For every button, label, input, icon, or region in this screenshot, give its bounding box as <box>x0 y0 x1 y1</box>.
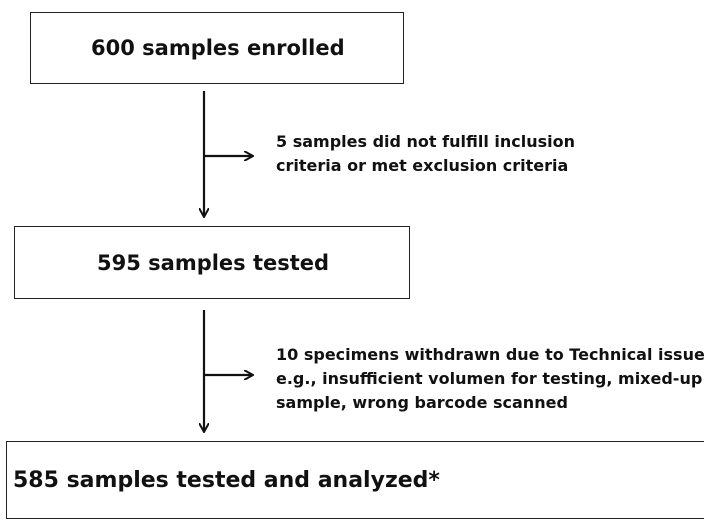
box-samples-enrolled: 600 samples enrolled <box>30 12 404 84</box>
box-samples-analyzed-text: 585 samples tested and analyzed* <box>13 467 440 493</box>
exclusion-note-2-line-3: sample, wrong barcode scanned <box>276 393 568 412</box>
exclusion-note-1: 5 samples did not fulfill inclusion crit… <box>276 130 575 178</box>
box-samples-tested-text: 595 samples tested <box>97 250 330 275</box>
exclusion-note-2-line-2: e.g., insufficient volumen for testing, … <box>276 369 703 388</box>
exclusion-note-2-line-1: 10 specimens withdrawn due to Technical … <box>276 345 704 364</box>
exclusion-note-1-line-1: 5 samples did not fulfill inclusion <box>276 132 575 151</box>
box-samples-enrolled-text: 600 samples enrolled <box>91 36 345 60</box>
box-samples-analyzed: 585 samples tested and analyzed* <box>6 441 704 519</box>
exclusion-note-1-line-2: criteria or met exclusion criteria <box>276 156 569 175</box>
box-samples-tested: 595 samples tested <box>14 226 410 299</box>
exclusion-note-2: 10 specimens withdrawn due to Technical … <box>276 343 704 415</box>
